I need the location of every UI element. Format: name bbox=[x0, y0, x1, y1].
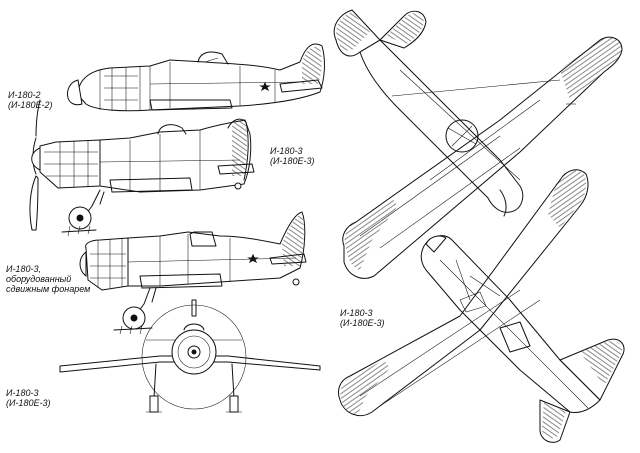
label-side1: И-180-2 (И-180Е-2) bbox=[8, 90, 53, 110]
plan-view-bottom bbox=[337, 169, 625, 443]
label-front: И-180-3 (И-180Е-3) bbox=[6, 388, 51, 408]
side-view-i180-3 bbox=[29, 99, 255, 237]
label-side3: И-180-3, оборудованный сдвижным фонарем bbox=[6, 264, 91, 294]
side-view-i180-3-canopy bbox=[79, 211, 307, 335]
label-plan: И-180-3 (И-180Е-3) bbox=[340, 308, 385, 328]
side-view-i180-2 bbox=[67, 43, 325, 112]
front-view bbox=[59, 299, 321, 413]
label-side2: И-180-3 (И-180Е-3) bbox=[270, 146, 315, 166]
plan-view-top bbox=[333, 9, 623, 279]
